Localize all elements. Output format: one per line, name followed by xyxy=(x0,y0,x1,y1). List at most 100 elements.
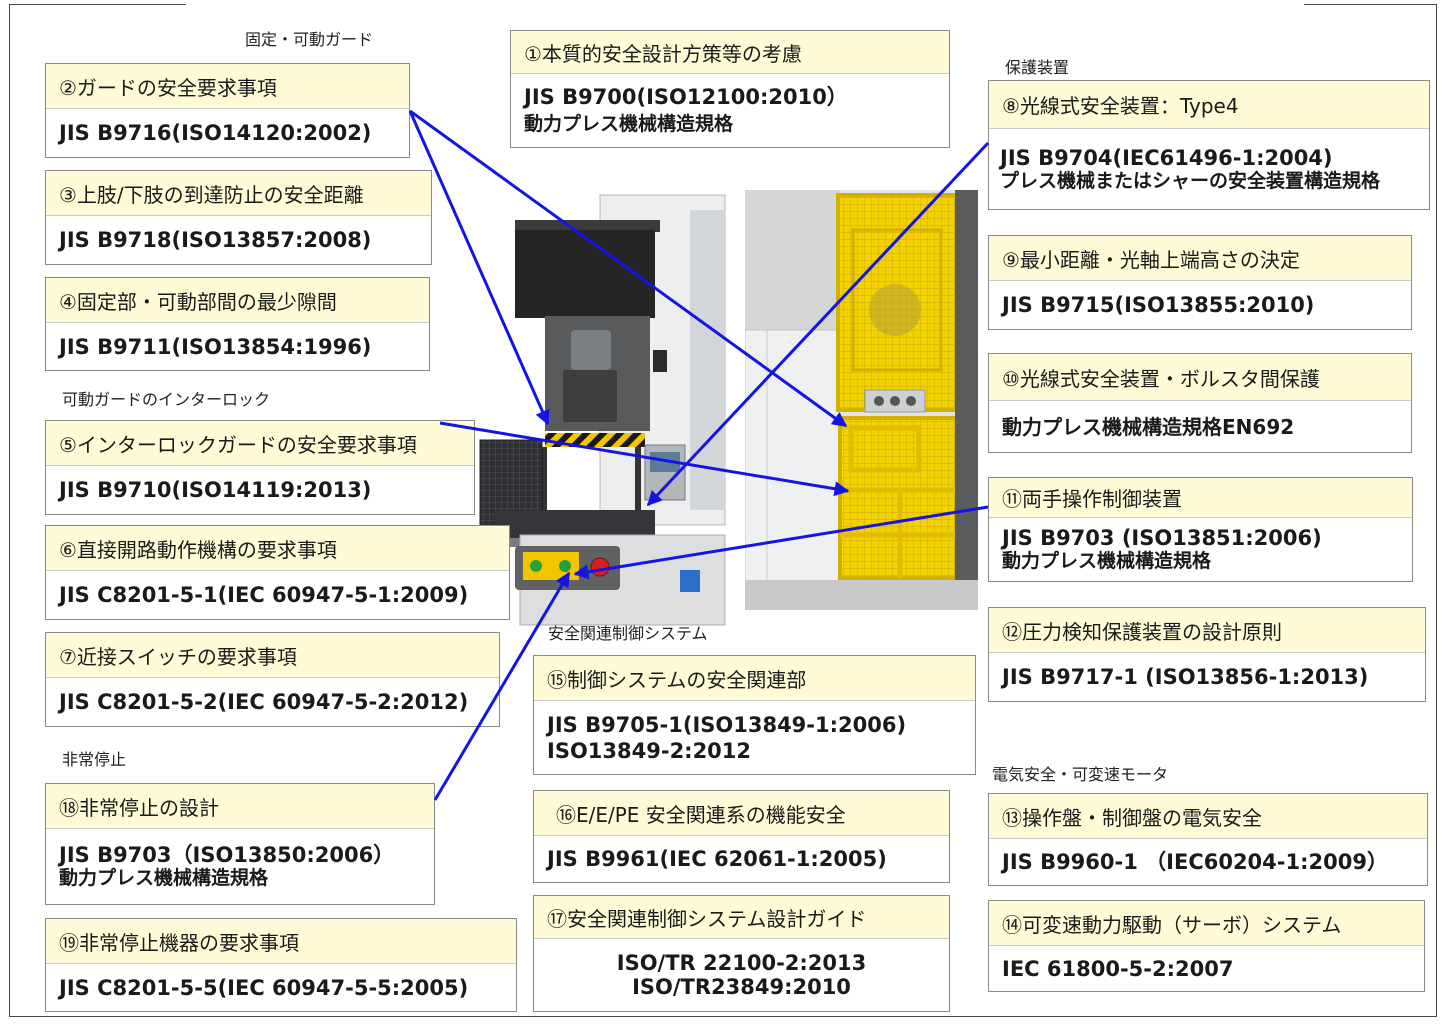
standard-code: JIS B9704(IEC61496-1:2004) xyxy=(1000,145,1333,170)
press-frame-side xyxy=(690,210,725,510)
machine-cabinet xyxy=(745,329,841,610)
section-label-safety-control: 安全関連制御システム xyxy=(548,624,708,643)
standard-title: ⑯E/E/PE 安全関連系の機能安全 xyxy=(534,791,949,836)
standard-title: ⑭可変速動力駆動（サーボ）システム xyxy=(989,901,1424,946)
standard-body: JIS B9710(ISO14119:2013) xyxy=(46,466,474,514)
standard-title: ⑦近接スイッチの要求事項 xyxy=(46,633,499,678)
standard-code: JIS B9711(ISO13854:1996) xyxy=(59,334,372,359)
standard-title: ⑧光線式安全装置：Type4 xyxy=(989,81,1429,129)
standard-title: ⑬操作盤・制御盤の電気安全 xyxy=(989,794,1427,839)
standard-box-08: ⑧光線式安全装置：Type4 JIS B9704(IEC61496-1:2004… xyxy=(988,80,1430,210)
standard-body: 動力プレス機械構造規格EN692 xyxy=(989,401,1411,452)
standard-code: IEC 61800-5-2:2007 xyxy=(1002,956,1234,981)
press-slide xyxy=(563,370,617,422)
standard-title: ⑱非常停止の設計 xyxy=(46,784,434,829)
standard-code: ISO/TR23849:2010 xyxy=(632,975,851,999)
standard-body: JIS C8201-5-5(IEC 60947-5-5:2005) xyxy=(46,964,516,1011)
control-knob xyxy=(874,396,884,406)
standard-box-04: ④固定部・可動部間の最少隙間 JIS B9711(ISO13854:1996) xyxy=(45,277,430,371)
standard-code: JIS B9703 (ISO13851:2006) xyxy=(1002,526,1322,550)
standard-title: ③上肢/下肢の到達防止の安全距離 xyxy=(46,171,431,216)
standard-box-13: ⑬操作盤・制御盤の電気安全 JIS B9960-1 （IEC60204-1:20… xyxy=(988,793,1428,886)
section-label-emergency-stop: 非常停止 xyxy=(62,750,127,769)
standard-title: ⑫圧力検知保護装置の設計原則 xyxy=(989,608,1425,653)
standard-title: ⑥直接開路動作機構の要求事項 xyxy=(46,526,509,571)
start-button-left xyxy=(530,560,542,572)
standard-code: 動力プレス機械構造規格 xyxy=(59,867,269,889)
standard-code: JIS B9705-1(ISO13849-1:2006) xyxy=(547,712,907,737)
standard-box-17: ⑰安全関連制御システム設計ガイド ISO/TR 22100-2:2013 ISO… xyxy=(533,895,950,1012)
standard-title: ⑲非常停止機器の要求事項 xyxy=(46,919,516,964)
standard-code: 動力プレス機械構造規格 xyxy=(524,113,734,135)
control-knob xyxy=(906,396,916,406)
standard-code: 動力プレス機械構造規格 xyxy=(1002,550,1212,572)
standard-code: JIS C8201-5-1(IEC 60947-5-1:2009) xyxy=(59,583,469,607)
floor xyxy=(745,580,978,610)
section-label-electrical-safety: 電気安全・可変速モータ xyxy=(992,765,1169,784)
standard-box-03: ③上肢/下肢の到達防止の安全距離 JIS B9718(ISO13857:2008… xyxy=(45,170,432,265)
standard-body: JIS C8201-5-2(IEC 60947-5-2:2012) xyxy=(46,678,499,726)
section-label-interlock: 可動ガードのインターロック xyxy=(62,390,271,409)
standard-body: JIS B9700(ISO12100:2010） 動力プレス機械構造規格 xyxy=(511,74,949,147)
standard-title: ⑩光線式安全装置・ボルスタ間保護 xyxy=(989,354,1411,401)
standard-body: ISO/TR 22100-2:2013 ISO/TR23849:2010 xyxy=(534,939,949,1011)
standard-title: ⑤インターロックガードの安全要求事項 xyxy=(46,421,474,466)
control-knob xyxy=(890,396,900,406)
standard-body: JIS B9718(ISO13857:2008) xyxy=(46,216,431,264)
control-screen xyxy=(650,452,680,472)
section-label-fixed-movable-guard: 固定・可動ガード xyxy=(245,30,374,49)
standard-body: JIS B9960-1 （IEC60204-1:2009） xyxy=(989,839,1427,885)
emergency-stop-button xyxy=(590,557,610,577)
standard-code: JIS B9716(ISO14120:2002) xyxy=(59,121,372,145)
standard-body: JIS B9703 (ISO13851:2006) 動力プレス機械構造規格 xyxy=(989,518,1412,581)
standard-box-19: ⑲非常停止機器の要求事項 JIS C8201-5-5(IEC 60947-5-5… xyxy=(45,918,517,1012)
standard-body: JIS B9961(IEC 62061-1:2005) xyxy=(534,836,949,882)
standard-code: JIS C8201-5-2(IEC 60947-5-2:2012) xyxy=(59,690,469,714)
standard-box-02: ②ガードの安全要求事項 JIS B9716(ISO14120:2002) xyxy=(45,63,410,158)
press-cylinder xyxy=(571,330,611,370)
standard-code: JIS B9717-1 (ISO13856-1:2013) xyxy=(1002,665,1369,689)
standard-title: ④固定部・可動部間の最少隙間 xyxy=(46,278,429,323)
machine-upper-left xyxy=(745,190,840,330)
standard-body: JIS B9716(ISO14120:2002) xyxy=(46,109,409,157)
section-label-protective-device: 保護装置 xyxy=(1005,58,1070,77)
standard-box-16: ⑯E/E/PE 安全関連系の機能安全 JIS B9961(IEC 62061-1… xyxy=(533,790,950,883)
press-label-plate xyxy=(653,350,667,372)
standard-body: JIS C8201-5-1(IEC 60947-5-1:2009) xyxy=(46,571,509,619)
standard-code: JIS B9960-1 （IEC60204-1:2009） xyxy=(1002,850,1388,874)
standard-body: JIS B9711(ISO13854:1996) xyxy=(46,323,429,370)
standard-title: ⑨最小距離・光軸上端高さの決定 xyxy=(989,236,1411,281)
motor-behind-guard xyxy=(869,284,921,336)
title-area xyxy=(186,0,1304,10)
standard-code: JIS B9700(ISO12100:2010） xyxy=(524,85,848,109)
standard-box-15: ⑮制御システムの安全関連部 JIS B9705-1(ISO13849-1:200… xyxy=(533,655,976,775)
standard-code: ISO/TR 22100-2:2013 xyxy=(616,951,867,975)
standard-code: プレス機械またはシャーの安全装置構造規格 xyxy=(1000,169,1381,192)
standard-box-14: ⑭可変速動力駆動（サーボ）システム IEC 61800-5-2:2007 xyxy=(988,900,1425,992)
standard-title: ②ガードの安全要求事項 xyxy=(46,64,409,109)
standard-box-12: ⑫圧力検知保護装置の設計原則 JIS B9717-1 (ISO13856-1:2… xyxy=(988,607,1426,702)
right-machine-column xyxy=(955,190,978,610)
standard-box-10: ⑩光線式安全装置・ボルスタ間保護 動力プレス機械構造規格EN692 xyxy=(988,353,1412,453)
standard-code: 動力プレス機械構造規格EN692 xyxy=(1002,414,1295,439)
standard-box-07: ⑦近接スイッチの要求事項 JIS C8201-5-2(IEC 60947-5-2… xyxy=(45,632,500,727)
standard-code: JIS B9703（ISO13850:2006） xyxy=(59,843,395,867)
standard-body: JIS B9705-1(ISO13849-1:2006) ISO13849-2:… xyxy=(534,701,975,774)
standard-box-06: ⑥直接開路動作機構の要求事項 JIS C8201-5-1(IEC 60947-5… xyxy=(45,525,510,620)
standard-code: JIS B9961(IEC 62061-1:2005) xyxy=(547,847,887,871)
standard-box-11: ⑪両手操作制御装置 JIS B9703 (ISO13851:2006) 動力プレ… xyxy=(988,477,1413,582)
press-machine-photo-right xyxy=(745,190,978,610)
standard-title: ①本質的安全設計方策等の考慮 xyxy=(511,31,949,74)
standard-box-18: ⑱非常停止の設計 JIS B9703（ISO13850:2006） 動力プレス機… xyxy=(45,783,435,905)
standard-title: ⑮制御システムの安全関連部 xyxy=(534,656,975,701)
standard-body: IEC 61800-5-2:2007 xyxy=(989,946,1424,991)
hazard-stripe xyxy=(545,433,645,447)
standard-code: JIS B9718(ISO13857:2008) xyxy=(59,228,372,252)
standard-title: ⑪両手操作制御装置 xyxy=(989,478,1412,518)
blue-junction-box xyxy=(680,570,700,592)
standard-title: ⑰安全関連制御システム設計ガイド xyxy=(534,896,949,939)
standard-body: JIS B9704(IEC61496-1:2004) プレス機械またはシャーの安… xyxy=(989,129,1429,209)
standard-code: ISO13849-2:2012 xyxy=(547,738,752,763)
standard-box-05: ⑤インターロックガードの安全要求事項 JIS B9710(ISO14119:20… xyxy=(45,420,475,515)
standard-code: JIS B9715(ISO13855:2010) xyxy=(1002,293,1315,317)
